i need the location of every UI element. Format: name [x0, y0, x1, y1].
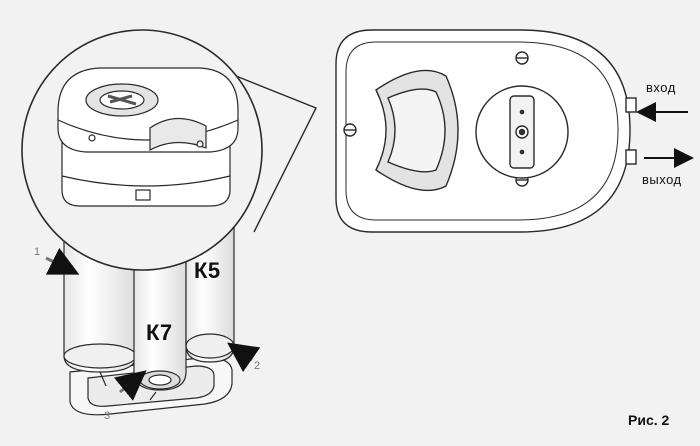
callout-arrow-2	[227, 342, 261, 373]
outlet-label: выход	[642, 172, 682, 187]
inlet-label: вход	[646, 80, 676, 95]
callout-1-label: 1	[34, 246, 41, 258]
callout-arrow-1	[45, 247, 80, 275]
cartridge-k7-label: К7	[146, 320, 173, 345]
head-top-view	[335, 29, 637, 233]
callout-3-label: 3	[104, 410, 111, 422]
magnifier-callout	[21, 29, 317, 271]
cartridge-k5-label: К5	[194, 258, 221, 283]
callout-arrow-3	[113, 370, 147, 401]
figure-caption: Рис. 2	[628, 412, 670, 428]
callout-2-label: 2	[254, 360, 261, 372]
